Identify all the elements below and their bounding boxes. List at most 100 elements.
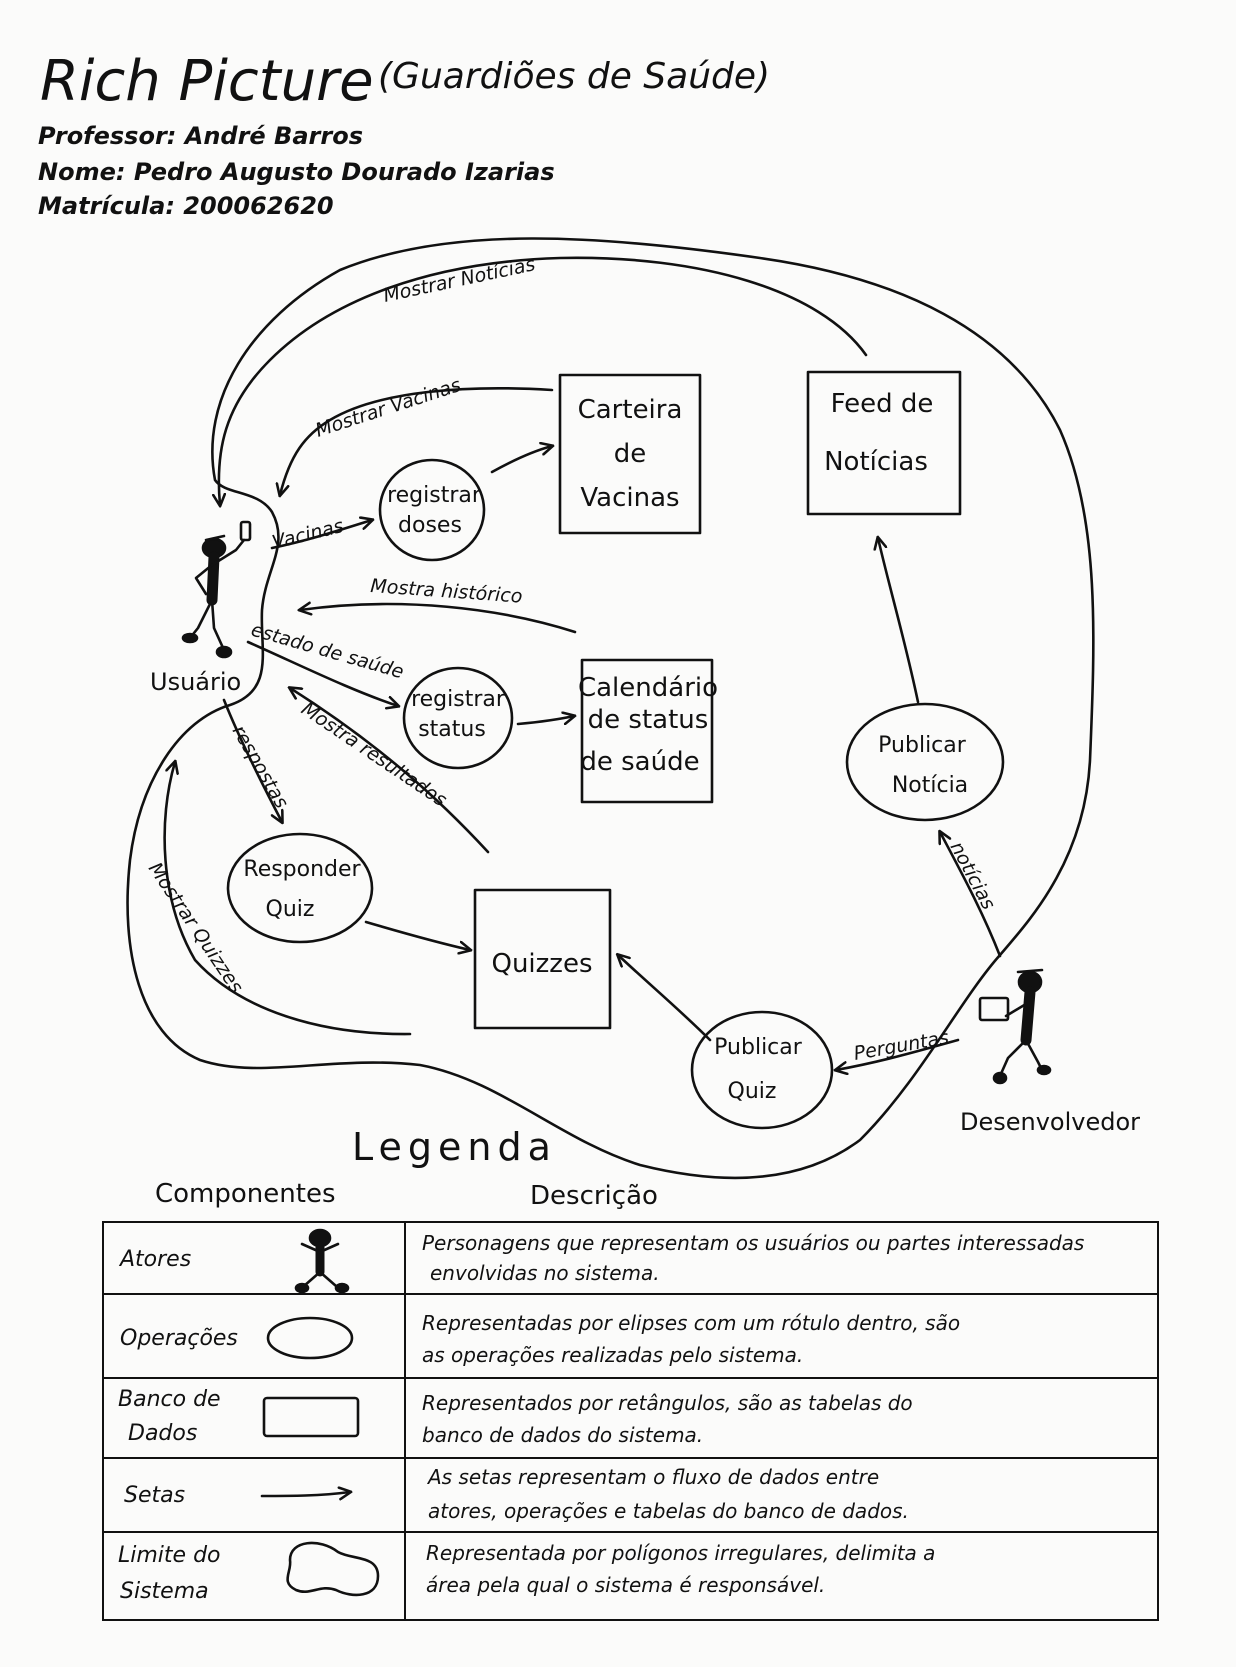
arrow-publicar-quiz-to-quizzes [618,955,712,1042]
desenvolvedor-label: Desenvolvedor [960,1108,1140,1136]
label-mostrar-vacinas: Mostrar Vacinas [313,374,464,442]
registrar-status-line-2: status [418,717,486,742]
legend-row-operacoes: Operações Representadas por elipses com … [120,1311,960,1367]
legend-banco-desc-2: banco de dados do sistema. [422,1423,703,1447]
quizzes-label: Quizzes [491,949,592,979]
db-carteira-de-vacinas: Carteira de Vacinas [558,373,702,535]
arrow-estado-de-saude [246,640,398,706]
carteira-line-3: Vacinas [580,483,679,513]
legend-limite-name-2: Sistema [120,1579,209,1604]
responder-quiz-line-2: Quiz [266,897,315,922]
label-estado-de-saude: estado de saúde [249,619,406,684]
arrow-perguntas [836,1038,960,1070]
label-perguntas: Perguntas [852,1027,951,1065]
calendario-line-2: de status [588,705,709,735]
calendario-line-1: Calendário [578,673,718,703]
feed-line-1: Feed de [831,389,934,419]
legend-atores-desc-2: envolvidas no sistema. [430,1261,660,1285]
arrow-icon [260,1492,350,1496]
legend-setas-desc-1: As setas representam o fluxo de dados en… [426,1465,879,1489]
professor-line: Professor: André Barros [38,122,363,150]
label-noticias: notícias [946,838,1000,913]
matricula-line: Matrícula: 200062620 [38,192,334,220]
responder-quiz-line-1: Responder [243,857,361,882]
page-subtitle: (Guardiões de Saúde) [378,56,770,97]
registrar-doses-line-2: doses [398,513,462,538]
name-line: Nome: Pedro Augusto Dourado Izarias [38,158,555,186]
arrow-respostas [222,698,282,822]
actor-icon [294,1228,350,1294]
db-calendario-status: Calendário de status de saúde [578,658,718,804]
legend-limite-name-1: Limite do [118,1543,221,1568]
legend-operacoes-desc-1: Representadas por elipses com um rótulo … [422,1311,960,1335]
arrow-mostra-historico [300,604,577,634]
legend-banco-name-2: Dados [128,1421,197,1446]
arrow-noticias [940,832,1002,958]
arrow-status-to-calendario [516,716,574,726]
ellipse-icon [266,1316,354,1360]
label-vacinas: Vacinas [270,515,346,554]
arrow-noticia-to-feed [878,538,920,704]
legend-banco-desc-1: Representados por retângulos, são as tab… [422,1391,913,1415]
legend-col-componentes: Componentes [155,1179,336,1209]
label-respostas: respostas [228,722,293,813]
op-registrar-doses: registrar doses [378,458,486,562]
legend-title: Legenda [352,1125,557,1169]
carteira-line-1: Carteira [578,395,683,425]
blob-icon [286,1541,380,1597]
actor-desenvolvedor: Desenvolvedor [960,968,1140,1136]
legend-limite-desc-2: área pela qual o sistema é responsável. [426,1573,825,1597]
desenvolvedor-figure-icon [978,968,1052,1085]
arrow-quiz-to-quizzes [364,920,470,950]
legend-atores-desc-1: Personagens que representam os usuários … [422,1231,1084,1255]
legend-row-atores: Atores Personagens que representam os us… [118,1228,1084,1294]
legend: Legenda Componentes Descrição Atores [102,1125,1159,1621]
carteira-line-2: de [614,439,647,469]
label-mostra-historico: Mostra histórico [370,575,523,608]
arrow-mostrar-quizzes [163,762,412,1036]
publicar-noticia-line-1: Publicar [878,733,967,758]
legend-row-setas: Setas As setas representam o fluxo de da… [124,1465,909,1523]
publicar-quiz-line-2: Quiz [728,1079,777,1104]
publicar-quiz-line-1: Publicar [714,1035,803,1060]
publicar-noticia-line-2: Notícia [892,773,968,798]
legend-table-grid [102,1221,1159,1621]
arrow-mostrar-noticias [219,256,868,505]
header: Rich Picture (Guardiões de Saúde) Profes… [38,49,770,220]
op-responder-quiz: Responder Quiz [226,832,374,944]
op-publicar-quiz: Publicar Quiz [690,1010,834,1130]
legend-operacoes-name: Operações [120,1326,238,1351]
actor-usuario: Usuário [150,520,252,696]
legend-row-banco-de-dados: Banco de Dados Representados por retângu… [118,1387,913,1447]
usuario-label: Usuário [150,668,241,696]
label-mostrar-noticias: Mostrar Notícias [381,253,537,307]
op-publicar-noticia: Publicar Notícia [845,702,1005,822]
arrow-mostra-resultados [290,688,490,854]
label-mostrar-quizzes: Mostrar Quizzes [144,858,248,997]
legend-banco-name-1: Banco de [118,1387,221,1412]
calendario-line-3: de saúde [580,747,699,777]
db-feed-de-noticias: Feed de Notícias [806,370,962,516]
registrar-doses-line-1: registrar [387,483,482,508]
system-boundary [126,237,1095,1180]
op-registrar-status: registrar status [402,666,514,770]
usuario-figure-icon [181,520,252,659]
rectangle-icon [262,1396,360,1438]
legend-setas-name: Setas [124,1483,185,1508]
arrow-mostrar-vacinas [280,387,554,495]
arrow-vacinas [270,520,372,550]
flow-arrows [163,256,1002,1070]
legend-atores-name: Atores [118,1247,191,1272]
label-mostra-resultados: Mostra resultados [297,698,451,812]
legend-limite-desc-1: Representada por polígonos irregulares, … [426,1541,935,1565]
feed-line-2: Notícias [824,447,928,477]
page-title: Rich Picture [40,49,374,114]
registrar-status-line-1: registrar [411,687,506,712]
legend-col-descricao: Descrição [530,1181,658,1211]
legend-operacoes-desc-2: as operações realizadas pelo sistema. [422,1343,803,1367]
legend-setas-desc-2: atores, operações e tabelas do banco de … [428,1499,909,1523]
arrow-doses-to-carteira [490,446,552,474]
legend-row-limite: Limite do Sistema Representada por políg… [118,1541,935,1604]
db-quizzes: Quizzes [473,888,612,1030]
